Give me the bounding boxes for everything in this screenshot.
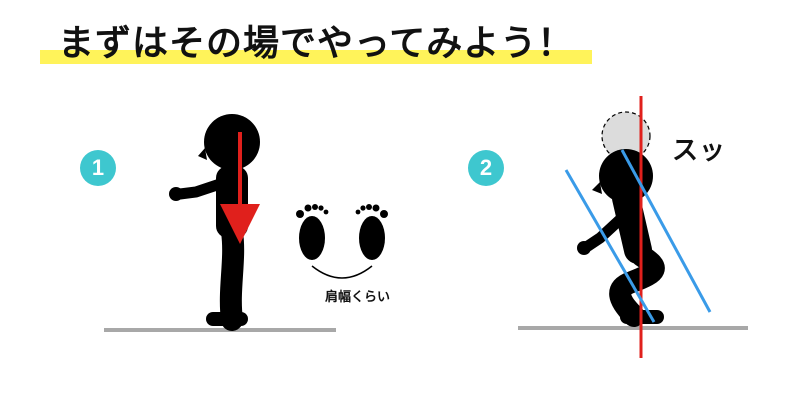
squatting-figure	[577, 149, 665, 327]
title-highlight	[40, 50, 592, 64]
footprints-icon	[296, 204, 388, 260]
foot-width-label: 肩幅くらい	[325, 290, 391, 305]
sound-label: スッ	[672, 136, 727, 166]
standing-figure	[169, 114, 260, 331]
title-block: まずはその場でやってみよう！	[40, 14, 592, 70]
torso-angle-line	[620, 149, 712, 313]
shin-angle-line	[564, 169, 656, 323]
page-title: まずはその場でやってみよう！	[58, 23, 575, 64]
step-badge-2: 2	[468, 150, 504, 186]
step-badge-1: 1	[80, 150, 116, 186]
shoulder-width-arc	[311, 265, 373, 279]
